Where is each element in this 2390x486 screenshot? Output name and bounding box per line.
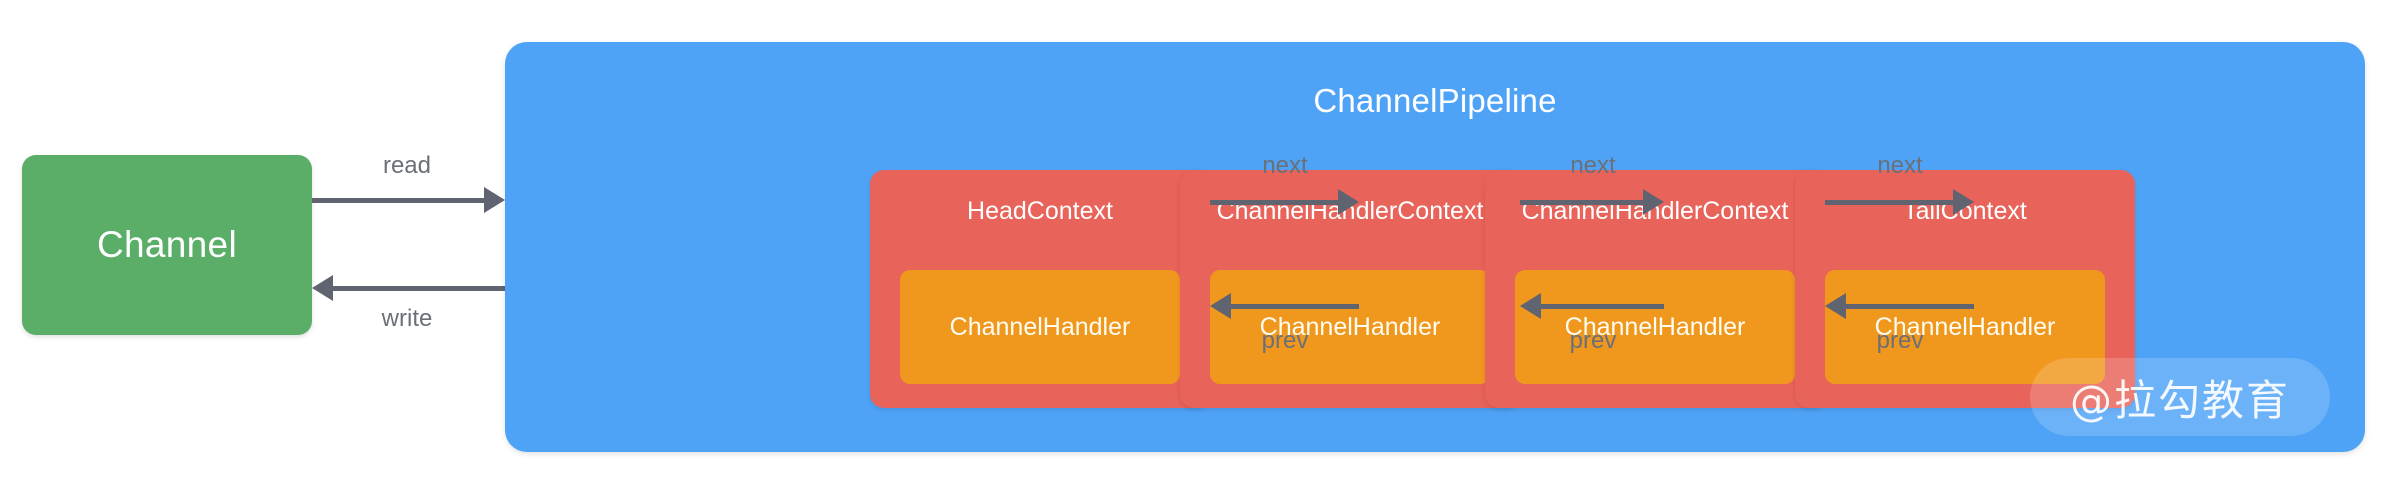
- write-arrow-head: [312, 275, 333, 301]
- pipeline-title: ChannelPipeline: [1313, 82, 1557, 119]
- next-arrow-head: [1643, 189, 1664, 215]
- prev-arrow-line: [1541, 304, 1664, 309]
- context-node-head: HeadContext ChannelHandler: [870, 170, 1210, 408]
- channel-handler-label: ChannelHandler: [949, 312, 1131, 341]
- next-label: next: [1877, 152, 1923, 179]
- channel-handler-node: ChannelHandler: [1210, 270, 1490, 384]
- prev-label: prev: [1876, 327, 1924, 354]
- next-arrow-head: [1953, 189, 1974, 215]
- channel-handler-label: ChannelHandler: [1259, 312, 1441, 341]
- prev-label: prev: [1261, 327, 1309, 354]
- prev-arrow-line: [1231, 304, 1359, 309]
- next-arrow-line: [1210, 200, 1338, 205]
- write-arrow-line: [333, 286, 505, 291]
- channel-pipeline-container: ChannelPipeline HeadContext ChannelHandl…: [505, 42, 2365, 452]
- next-arrow-line: [1825, 200, 1953, 205]
- channel-label: Channel: [97, 224, 237, 265]
- prev-arrow-head: [1520, 293, 1541, 319]
- channel-handler-label: ChannelHandler: [1564, 312, 1746, 341]
- channel-handler-node: ChannelHandler: [900, 270, 1180, 384]
- prev-arrow-line: [1846, 304, 1974, 309]
- context-node-2: ChannelHandlerContext ChannelHandler: [1485, 170, 1825, 408]
- next-label: next: [1262, 152, 1308, 179]
- next-label: next: [1570, 152, 1616, 179]
- next-arrow-head: [1338, 189, 1359, 215]
- read-arrow-head: [484, 187, 505, 213]
- channel-handler-node: ChannelHandler: [1515, 270, 1795, 384]
- watermark-badge: @拉勾教育: [2030, 358, 2330, 436]
- prev-arrow-head: [1825, 293, 1846, 319]
- prev-arrow-head: [1210, 293, 1231, 319]
- channel-node: Channel: [22, 155, 312, 335]
- read-label: read: [382, 152, 432, 179]
- channel-handler-node: ChannelHandler: [1825, 270, 2105, 384]
- next-arrow-line: [1520, 200, 1643, 205]
- context-node-1: ChannelHandlerContext ChannelHandler: [1180, 170, 1520, 408]
- context-title: HeadContext: [967, 197, 1113, 225]
- prev-label: prev: [1569, 327, 1617, 354]
- write-label: write: [381, 305, 433, 332]
- channel-handler-label: ChannelHandler: [1874, 312, 2056, 341]
- read-arrow-line: [312, 198, 484, 203]
- watermark-text: @拉勾教育: [2069, 375, 2290, 425]
